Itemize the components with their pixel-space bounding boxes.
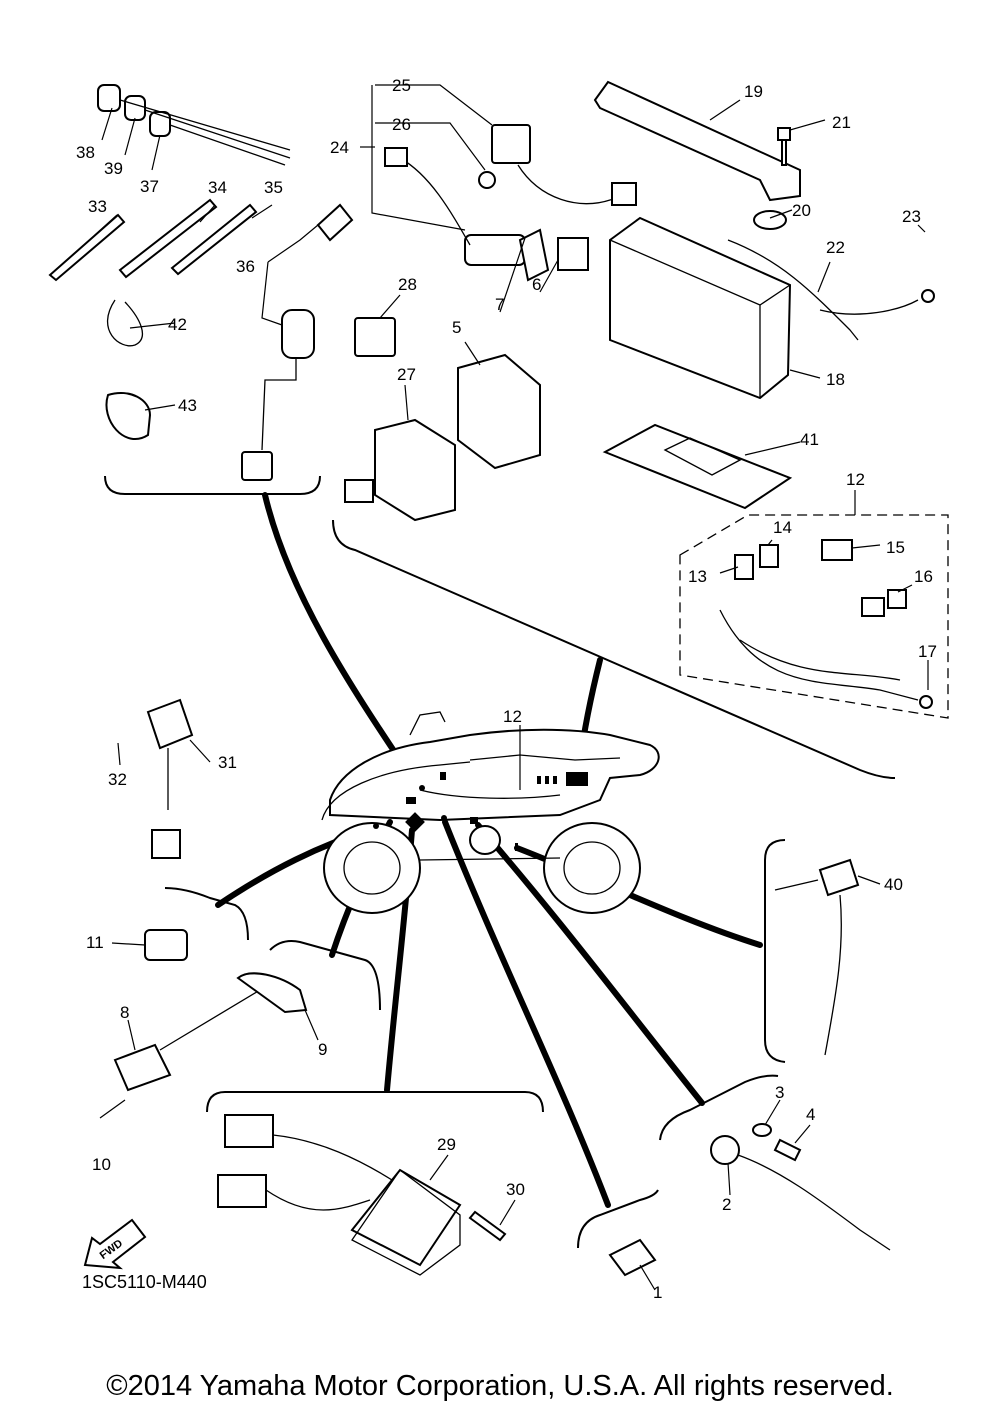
part-label-1: 1	[653, 1283, 662, 1302]
part-label-42: 42	[168, 315, 187, 334]
part-label-37: 37	[140, 177, 159, 196]
part-label-11: 11	[86, 933, 104, 952]
copyright-notice: ©2014 Yamaha Motor Corporation, U.S.A. A…	[106, 1370, 894, 1402]
part-label-27: 27	[397, 365, 416, 384]
part-label-10: 10	[92, 1155, 111, 1174]
part-label-22: 22	[826, 238, 845, 257]
part-label-26: 26	[392, 115, 411, 134]
part-label-3: 3	[775, 1083, 784, 1102]
part-label-39: 39	[104, 159, 123, 178]
part-label-38: 38	[76, 143, 95, 162]
part-label-25: 25	[392, 76, 411, 95]
part-label-15: 15	[886, 538, 905, 557]
part-label-23: 23	[902, 207, 921, 226]
part-label-34: 34	[208, 178, 227, 197]
part-label-32: 32	[108, 770, 127, 789]
part-label-30: 30	[506, 1180, 525, 1199]
part-label-33: 33	[88, 197, 107, 216]
part-label-20: 20	[792, 201, 811, 220]
part-label-7: 7	[495, 295, 504, 314]
part-label-41: 41	[800, 430, 819, 449]
part-label-17: 17	[918, 642, 937, 661]
diagram-code: 1SC5110-M440	[82, 1272, 207, 1292]
forward-arrow: FWD	[83, 1218, 147, 1270]
part-label-4: 4	[806, 1105, 815, 1124]
part-label-21: 21	[832, 113, 851, 132]
leader-lines	[94, 84, 929, 1291]
part-label-9: 9	[318, 1040, 327, 1059]
part-label-40: 40	[884, 875, 903, 894]
group-brackets	[104, 475, 949, 1249]
vehicle-label-12: 12	[503, 707, 522, 726]
part-label-13: 13	[688, 567, 707, 586]
part-label-8: 8	[120, 1003, 129, 1022]
atv-vehicle	[321, 711, 660, 914]
part-label-2: 2	[722, 1195, 731, 1214]
part-label-43: 43	[178, 396, 197, 415]
part-label-36: 36	[236, 257, 255, 276]
part-label-16: 16	[914, 567, 933, 586]
part-label-24: 24	[330, 138, 349, 157]
part-label-14: 14	[773, 518, 792, 537]
part-label-29: 29	[437, 1135, 456, 1154]
part-label-18: 18	[826, 370, 845, 389]
part-shapes	[48, 80, 935, 1277]
part-number-labels: 38 39 37 33 34 35 42 43 36 25 26 24 19 2…	[76, 76, 937, 1302]
part-label-35: 35	[264, 178, 283, 197]
part-label-12: 12	[846, 470, 865, 489]
part-label-31: 31	[218, 753, 237, 772]
part-label-19: 19	[744, 82, 763, 101]
part-label-28: 28	[398, 275, 417, 294]
part-label-5: 5	[452, 318, 461, 337]
part-label-6: 6	[532, 275, 541, 294]
